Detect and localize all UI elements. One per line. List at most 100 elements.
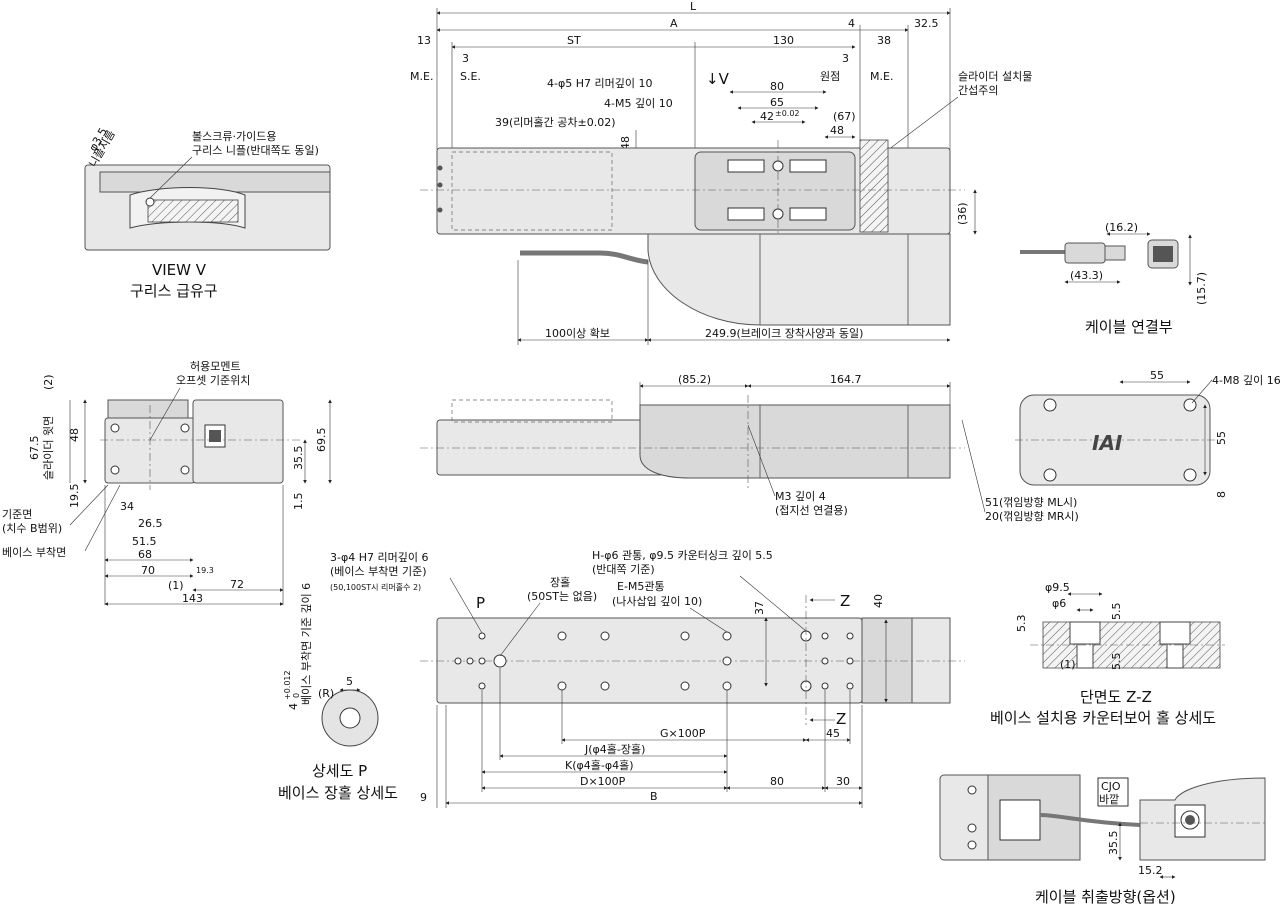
dim-A: A <box>670 17 678 30</box>
dim-42-tol: ±0.02 <box>775 109 800 118</box>
note-reamer: 4-φ5 H7 리머깊이 10 <box>547 77 652 90</box>
dim-ST: ST <box>567 34 581 47</box>
dim-130: 130 <box>773 34 794 47</box>
dim-b: B <box>650 790 658 803</box>
dim-40: 40 <box>872 594 885 608</box>
end-view: 허용모멘트 오프셋 기준위치 (2) 67.5 슬라이더 윗면 48 69.5 … <box>2 360 332 606</box>
dim-69-5: 69.5 <box>315 428 328 453</box>
hole-spec-1: H-φ6 관통, φ9.5 카운터싱크 깊이 5.5 <box>592 549 773 562</box>
dim-80-bottom: 80 <box>770 775 784 788</box>
top-view: L A 4 32.5 13 ST 130 38 3 3 M.E. S.E. 원점… <box>410 0 1032 345</box>
detail-p-tol: +0.012 <box>283 670 292 700</box>
bend-2: 20(꺾임방향 MR시) <box>985 510 1079 523</box>
sec-d5-5-bottom: 5.5 <box>1110 653 1123 671</box>
dim-45: 45 <box>826 727 840 740</box>
dim-85-2: (85.2) <box>678 373 711 386</box>
ref-1: 기준면 <box>2 508 32 521</box>
bend-1: 51(꺾임방향 ML시) <box>985 496 1077 509</box>
ref-2: (치수 B범위) <box>2 522 62 535</box>
dim-51-5: 51.5 <box>132 535 157 548</box>
cable-exit: CJO 바깥 35.5 15.2 케이블 취출방향(옵션) <box>939 774 1266 906</box>
dim-3-right: 3 <box>842 52 849 65</box>
dim-67-5: 67.5 <box>28 436 41 461</box>
dim-34: 34 <box>120 500 134 513</box>
slider-warn-2: 간섭주의 <box>958 84 998 97</box>
sec-phi-6: φ6 <box>1052 597 1066 610</box>
view-v-arrow: ↓V <box>706 70 730 88</box>
dim-g: G×100P <box>660 727 706 740</box>
detail-p-r: (R) <box>318 687 334 700</box>
dim-8: 8 <box>1215 491 1228 498</box>
bottom-view: 3-φ4 H7 리머깊이 6 (베이스 부착면 기준) (50,100ST시 리… <box>330 549 965 808</box>
cable-title: 케이블 연결부 <box>1085 318 1173 336</box>
detail-p-d5: 5 <box>346 675 353 688</box>
dim-72: 72 <box>230 578 244 591</box>
dim-26-5: 26.5 <box>138 517 163 530</box>
view-v: φ3.5 니플지름 볼스크류·가이드용 구리스 니플(반대쪽도 동일) VIEW… <box>84 126 331 300</box>
dim-42: 42 <box>760 110 774 123</box>
dim-249-9: 249.9(브레이크 장착사양과 동일) <box>705 326 863 340</box>
dim-L: L <box>690 0 697 13</box>
dim-1-5: 1.5 <box>292 493 305 511</box>
m8-note: 4-M8 깊이 16 <box>1212 374 1280 387</box>
view-v-title-1: VIEW V <box>152 261 207 279</box>
dim-43-3: (43.3) <box>1070 269 1103 282</box>
label-me-left: M.E. <box>410 70 433 83</box>
dim-48: 48 <box>68 428 81 442</box>
dim-19-5: 19.5 <box>68 484 81 509</box>
dim-55-top: 55 <box>1150 369 1164 382</box>
slot-2: (50ST는 없음) <box>527 590 597 603</box>
dim-37: 37 <box>753 601 766 615</box>
dim-48-vert: 48 <box>619 136 632 150</box>
cable-exit-d15-2: 15.2 <box>1138 864 1163 877</box>
cable-connector: (16.2) (43.3) (15.7) 케이블 연결부 <box>1020 221 1208 336</box>
dim-164-7: 164.7 <box>830 373 862 386</box>
sec-d5-3: 5.3 <box>1015 615 1028 633</box>
slider-warn-1: 슬라이더 설치물 <box>958 70 1032 83</box>
note-reamer-tol: 39(리머홀간 공차±0.02) <box>495 116 616 129</box>
dim-30: 30 <box>836 775 850 788</box>
detail-p: 베이스 부착면 기준 깊이 6 5 (R) 4 +0.012 0 상세도 P 베… <box>278 583 398 802</box>
view-v-title-2: 구리스 급유구 <box>130 282 218 300</box>
label-origin: 원점 <box>820 70 840 83</box>
section-title-1: 단면도 Z-Z <box>1080 688 1152 706</box>
dim-13: 13 <box>417 34 431 47</box>
dim-48-right: 48 <box>830 124 844 137</box>
dim-16-2: (16.2) <box>1105 221 1138 234</box>
hole-note-2: (베이스 부착면 기준) <box>330 565 427 578</box>
detail-p-title-1: 상세도 P <box>312 762 367 780</box>
sec-d1: (1) <box>1060 658 1076 671</box>
dim-4: 4 <box>848 17 855 30</box>
dim-65: 65 <box>770 96 784 109</box>
dim-55-side: 55 <box>1215 431 1228 445</box>
label-se: S.E. <box>460 70 481 83</box>
dim-j: J(φ4홀-장홀) <box>584 743 645 756</box>
base-mount: 베이스 부착면 <box>2 546 66 559</box>
section-title-2: 베이스 설치용 카운터보어 홀 상세도 <box>990 709 1216 727</box>
detail-p-tol0: 0 <box>292 693 301 698</box>
em5-2: (나사삽입 깊이 10) <box>612 595 702 608</box>
hole-spec-2: (반대쪽 기준) <box>592 563 655 576</box>
dim-143: 143 <box>182 592 203 605</box>
dim-68: 68 <box>138 548 152 561</box>
sec-d5-5-top: 5.5 <box>1110 603 1123 621</box>
dim-9: 9 <box>420 791 427 804</box>
dim-15-7: (15.7) <box>1195 272 1208 305</box>
dim-k: K(φ4홀-φ4홀) <box>565 759 634 772</box>
slider-top: 슬라이더 윗면 <box>42 416 55 480</box>
hole-note-3: (50,100ST시 리머홀수 2) <box>330 582 421 592</box>
motor-end-view: IAI 55 4-M8 깊이 16 55 8 <box>1015 369 1280 498</box>
em5-1: E-M5관통 <box>617 580 665 593</box>
dim-3-left: 3 <box>462 52 469 65</box>
label-me-right: M.E. <box>870 70 893 83</box>
moment-1: 허용모멘트 <box>190 360 241 373</box>
detail-p-marker: P <box>476 594 485 612</box>
dim-1: (1) <box>168 579 184 592</box>
dim-19-3: 19.3 <box>196 566 214 575</box>
dim-36: (36) <box>956 202 969 225</box>
m3-note-1: M3 깊이 4 <box>775 490 826 503</box>
dim-70: 70 <box>141 564 155 577</box>
dim-80: 80 <box>770 80 784 93</box>
